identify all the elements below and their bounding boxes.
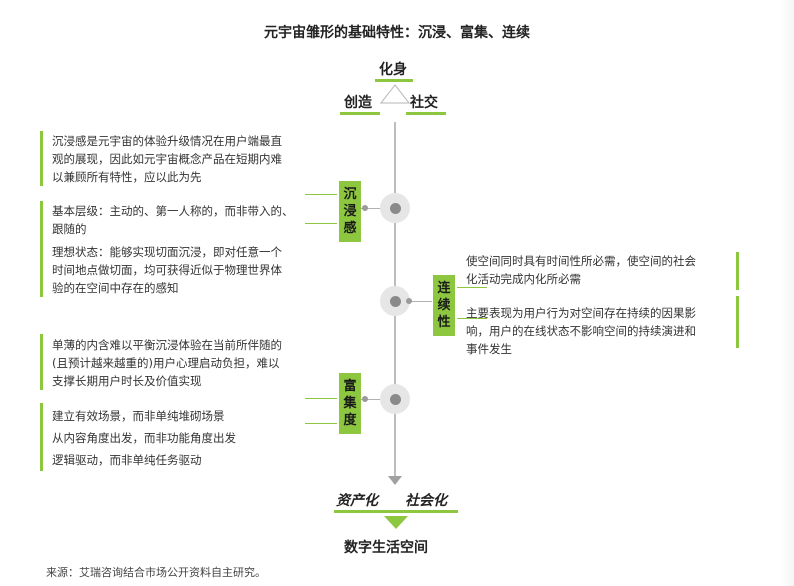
richness-connector-top (305, 398, 337, 399)
immersion-connector-bottom (305, 223, 337, 224)
continuity-label: 连续性 (433, 275, 455, 336)
source-note: 来源：艾瑞咨询结合市场公开资料自主研究。 (46, 566, 266, 579)
continuity-link-line (410, 301, 432, 302)
richness-link-line (361, 399, 381, 400)
richness-text1: 单薄的内含难以平衡沉浸体验在当前所伴随的 (且预计越来越重的)用户心理启动负担，… (52, 338, 282, 388)
richness-text1-bar (40, 334, 43, 390)
triangle-icon (379, 84, 411, 104)
richness-label: 富集度 (339, 373, 361, 434)
continuity-dot (406, 298, 412, 304)
immersion-label: 沉浸感 (339, 181, 361, 242)
diagram-title: 元宇宙雏形的基础特性：沉浸、富集、连续 (264, 25, 530, 41)
continuity-text2-bar (736, 296, 739, 348)
right-label-social: 社交 (410, 95, 438, 111)
richness-node-core (390, 394, 401, 405)
immersion-text1-bar (40, 131, 43, 186)
continuity-connector-top (457, 287, 487, 288)
continuity-node-core (390, 296, 401, 307)
immersion-link-line (361, 208, 381, 209)
down-triangle-icon (384, 516, 408, 529)
bottom-label-assetization: 资产化 (336, 493, 378, 509)
richness-text2: 建立有效场景，而非单纯堆砌场景 从内容角度出发，而非功能角度出发 逻辑驱动，而非… (52, 409, 236, 467)
immersion-text1: 沉浸感是元宇宙的体验升级情况在用户端最直 观的展现，因此如元宇宙概念产品在短期内… (52, 134, 282, 184)
bottom-label-socialization: 社会化 (405, 493, 447, 509)
continuity-text2: 主要表现为用户行为对空间存在持续的因果影 响，用户的在线状态不影响空间的持续演进… (466, 306, 696, 356)
richness-connector-bottom (305, 423, 337, 424)
immersion-text3: 理想状态：能够实现切面沉浸，即对任意一个 时间地点做切面，均可获得近似于物理世界… (52, 245, 282, 295)
immersion-node (380, 193, 410, 223)
axis-arrow-icon (388, 476, 402, 485)
richness-text2-bar (40, 403, 43, 471)
richness-dot (362, 396, 368, 402)
continuity-node (380, 286, 410, 316)
right-underline (406, 112, 446, 115)
immersion-text2-bar (40, 201, 43, 297)
immersion-text2: 基本层级：主动的、第一人称的，而非带入的、 跟随的 (52, 204, 294, 236)
apex-underline (375, 79, 413, 82)
page-edge-shadow (780, 0, 794, 586)
immersion-node-core (390, 203, 401, 214)
left-underline (340, 112, 380, 115)
continuity-connector-bottom (457, 318, 487, 319)
digital-life-space-label: 数字生活空间 (344, 540, 428, 556)
immersion-connector-top (305, 194, 337, 195)
immersion-dot (362, 205, 368, 211)
richness-node (380, 384, 410, 414)
apex-label-avatar: 化身 (379, 62, 407, 78)
bottom-underline (334, 510, 458, 513)
continuity-text1: 使空间同时具有时间性所必需，使空间的社会 化活动完成内化所必需 (466, 254, 696, 286)
left-label-create: 创造 (344, 95, 372, 111)
continuity-text1-bar (736, 252, 739, 290)
